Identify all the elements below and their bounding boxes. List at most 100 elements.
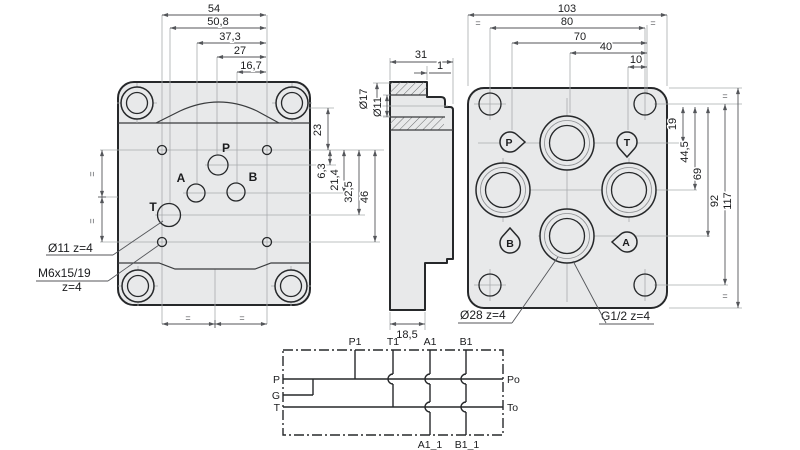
port-p-label: P — [222, 141, 230, 155]
front-ports: P A B T — [149, 141, 258, 228]
dim-18-5: 18,5 — [396, 329, 417, 341]
equal-mark: = — [475, 18, 480, 28]
label-g: G — [272, 390, 280, 402]
front-plate-body — [117, 81, 311, 306]
dim-16-7: 16,7 — [240, 60, 261, 72]
bolt-hole — [633, 92, 657, 116]
section-body — [389, 81, 454, 311]
callout-d28: Ø28 z=4 — [460, 308, 506, 322]
back-port-labels: P T B A — [499, 131, 638, 254]
callout-d11: Ø11 z=4 — [48, 241, 93, 255]
front-callouts: Ø11 z=4 M6x15/19 z=4 — [36, 220, 164, 296]
label-p: P — [273, 374, 280, 386]
port-t-label: T — [624, 137, 631, 149]
equal-mark: = — [722, 291, 727, 301]
port-t-hole — [156, 202, 182, 228]
callout-m6-line1: M6x15/19 — [38, 266, 91, 280]
port-a-label: A — [177, 171, 186, 185]
bolt-hole — [633, 273, 657, 297]
teardrop-b — [499, 226, 521, 254]
back-view: P T B A 103 80 = = 70 40 10 19 44,5 — [458, 2, 742, 325]
dim-70: 70 — [574, 31, 586, 43]
front-left-equal-dim: = = — [86, 150, 106, 242]
front-mounting-holes — [117, 83, 312, 306]
port-top — [539, 115, 595, 171]
dim-46: 46 — [359, 191, 371, 203]
bolt-hole — [478, 92, 502, 116]
dim-6-3: 6,3 — [316, 163, 328, 178]
section-hatch-top — [390, 82, 427, 95]
equal-mark: = — [185, 313, 190, 323]
dim-1: 1 — [437, 60, 443, 72]
port-p-hole — [207, 154, 229, 176]
schematic-lines — [283, 350, 503, 435]
dim-31: 31 — [415, 49, 427, 61]
teardrop-t — [616, 131, 638, 159]
back-mounting-holes — [478, 92, 657, 297]
port-b-label: B — [249, 170, 258, 184]
bolt-hole — [478, 273, 502, 297]
dim-92: 92 — [709, 195, 721, 207]
label-to: To — [507, 402, 518, 414]
equal-mark: = — [650, 18, 655, 28]
port-a-hole — [186, 183, 206, 203]
equal-mark: = — [87, 171, 97, 176]
section-dimensions: 31 1 Ø17 Ø11 18,5 — [357, 48, 454, 343]
hydraulic-schematic: P1 T1 A1 B1 P G T Po To A1_1 B1_1 — [272, 336, 520, 450]
schematic-labels: P1 T1 A1 B1 P G T Po To A1_1 B1_1 — [272, 336, 520, 450]
equal-mark: = — [87, 218, 97, 223]
port-right — [601, 162, 657, 218]
front-bottom-notch — [118, 262, 310, 270]
front-m6-holes — [156, 144, 273, 248]
front-right-dimensions: 23 6,3 21,4 32,5 46 — [311, 108, 378, 242]
label-p1: P1 — [349, 336, 362, 348]
label-t1: T1 — [387, 336, 399, 348]
dim-50-8: 50,8 — [207, 16, 228, 28]
port-p-label: P — [505, 137, 512, 149]
dim-103: 103 — [558, 3, 576, 15]
callout-m6-line2: z=4 — [62, 280, 82, 294]
front-view: P A B T 54 50,8 37,3 27 16,7 23 6,3 21,4 — [36, 2, 384, 328]
port-t-label: T — [149, 200, 157, 214]
dim-40: 40 — [600, 41, 612, 53]
dim-27: 27 — [234, 45, 246, 57]
label-t: T — [274, 402, 281, 414]
dim-80: 80 — [561, 16, 573, 28]
equal-mark: = — [239, 313, 244, 323]
front-top-dimensions: 54 50,8 37,3 27 16,7 — [162, 2, 266, 75]
section-view: 31 1 Ø17 Ø11 18,5 — [357, 48, 454, 343]
dim-117: 117 — [722, 192, 734, 210]
dim-bore-17: Ø17 — [358, 89, 370, 110]
dim-37-3: 37,3 — [219, 31, 240, 43]
bolt-hole — [121, 269, 155, 303]
back-callouts: Ø28 z=4 G1/2 z=4 — [458, 256, 654, 325]
dim-69: 69 — [692, 168, 704, 180]
dim-bore-11: Ø11 — [372, 97, 384, 117]
label-b1: B1 — [460, 336, 473, 348]
port-b-hole — [226, 182, 246, 202]
back-top-dimensions: 103 80 = = 70 40 10 — [468, 2, 667, 70]
section-hatch-bottom — [390, 117, 444, 130]
port-b-label: B — [506, 238, 514, 250]
teardrop-a — [610, 231, 638, 253]
dim-10: 10 — [630, 54, 642, 66]
back-right-dimensions: 19 44,5 69 92 = = 117 — [666, 88, 741, 308]
dim-54: 54 — [208, 3, 220, 15]
dim-32-5: 32,5 — [343, 181, 355, 202]
dim-21-4: 21,4 — [329, 169, 341, 190]
back-ports — [475, 115, 657, 264]
bolt-hole — [274, 269, 308, 303]
callout-g12: G1/2 z=4 — [601, 309, 650, 323]
bolt-hole — [275, 86, 309, 120]
label-a1: A1 — [424, 336, 437, 348]
label-b1-1: B1_1 — [455, 439, 480, 450]
equal-mark: = — [722, 91, 727, 101]
dim-19: 19 — [667, 118, 679, 130]
label-a1-1: A1_1 — [418, 439, 443, 450]
port-a-label: A — [622, 237, 630, 249]
bolt-hole — [120, 86, 154, 120]
dim-23: 23 — [312, 124, 324, 136]
front-dome-profile — [155, 101, 280, 124]
